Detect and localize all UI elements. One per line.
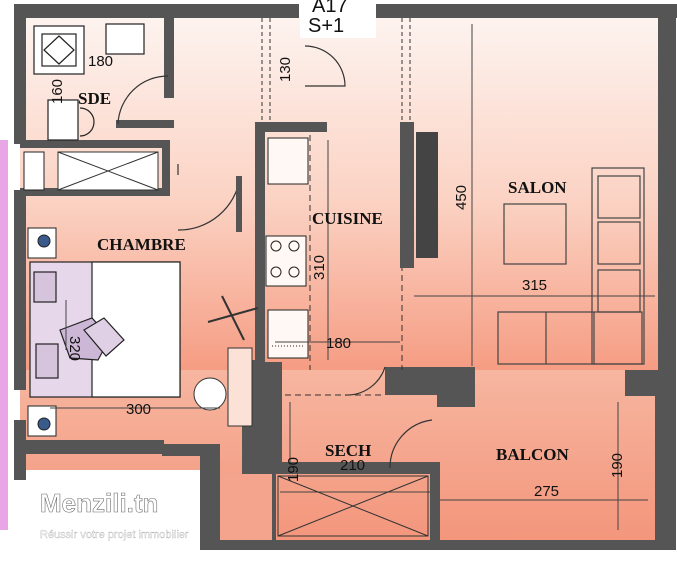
dim-balcon-height: 190 [609, 453, 626, 478]
level-code: S+1 [308, 15, 344, 37]
lower-left-white [20, 470, 205, 550]
sde-door-swing [117, 75, 169, 125]
sofa [497, 167, 645, 365]
room-label-balcon: BALCON [496, 445, 569, 464]
nightstands [27, 227, 57, 437]
coffee-table [503, 203, 567, 265]
desk-chair [193, 377, 227, 411]
sde-fixtures [33, 23, 145, 141]
closet [57, 151, 159, 191]
drying-rack [277, 475, 429, 537]
tv-wall-unit [400, 122, 414, 268]
left-edge-strip [0, 140, 8, 530]
dim-sde-width: 180 [88, 53, 113, 70]
room-label-sde: SDE [78, 89, 111, 108]
watermark-brand: Menzili.tn [40, 488, 158, 518]
room-label-sech: SECH [325, 441, 371, 460]
watermark-logo: Menzili.tn Réussir votre projet immobili… [28, 471, 189, 541]
kitchen-lines [309, 135, 403, 370]
room-label-salon: SALON [508, 178, 567, 197]
dim-sde-height: 160 [49, 79, 66, 104]
dim-balcon-width: 275 [534, 483, 559, 500]
room-label-cuisine: CUISINE [312, 209, 383, 228]
desk [227, 347, 253, 427]
watermark-tagline: Réussir votre projet immobilier [40, 529, 189, 541]
small-cabinet [23, 151, 45, 191]
dim-chambre-width: 300 [126, 401, 151, 418]
title-box [300, 0, 376, 38]
dimension-lines [50, 24, 655, 530]
room-label-chambre: CHAMBRE [97, 235, 186, 254]
dim-sech-height: 190 [285, 457, 302, 482]
house-icon [28, 471, 88, 502]
entrance-lines [261, 18, 411, 120]
chambre-door-leaf [236, 176, 242, 232]
dim-cuisine-height: 310 [311, 255, 328, 280]
unit-code: A17 [312, 0, 348, 17]
walls [14, 4, 677, 550]
tv-screen [416, 132, 438, 258]
dim-cuisine-width: 180 [326, 335, 351, 352]
dim-sech-width: 210 [340, 457, 365, 474]
bed [29, 261, 181, 398]
entrance-door-swing [304, 45, 346, 87]
dim-salon-height: 450 [453, 185, 470, 210]
kitchen-counter [265, 137, 309, 359]
ceiling-fan-icon [207, 295, 259, 341]
dim-corridor: 130 [277, 57, 294, 82]
dim-chambre-height: 320 [66, 336, 83, 361]
balcony-rail [220, 474, 272, 540]
dim-salon-width: 315 [522, 277, 547, 294]
